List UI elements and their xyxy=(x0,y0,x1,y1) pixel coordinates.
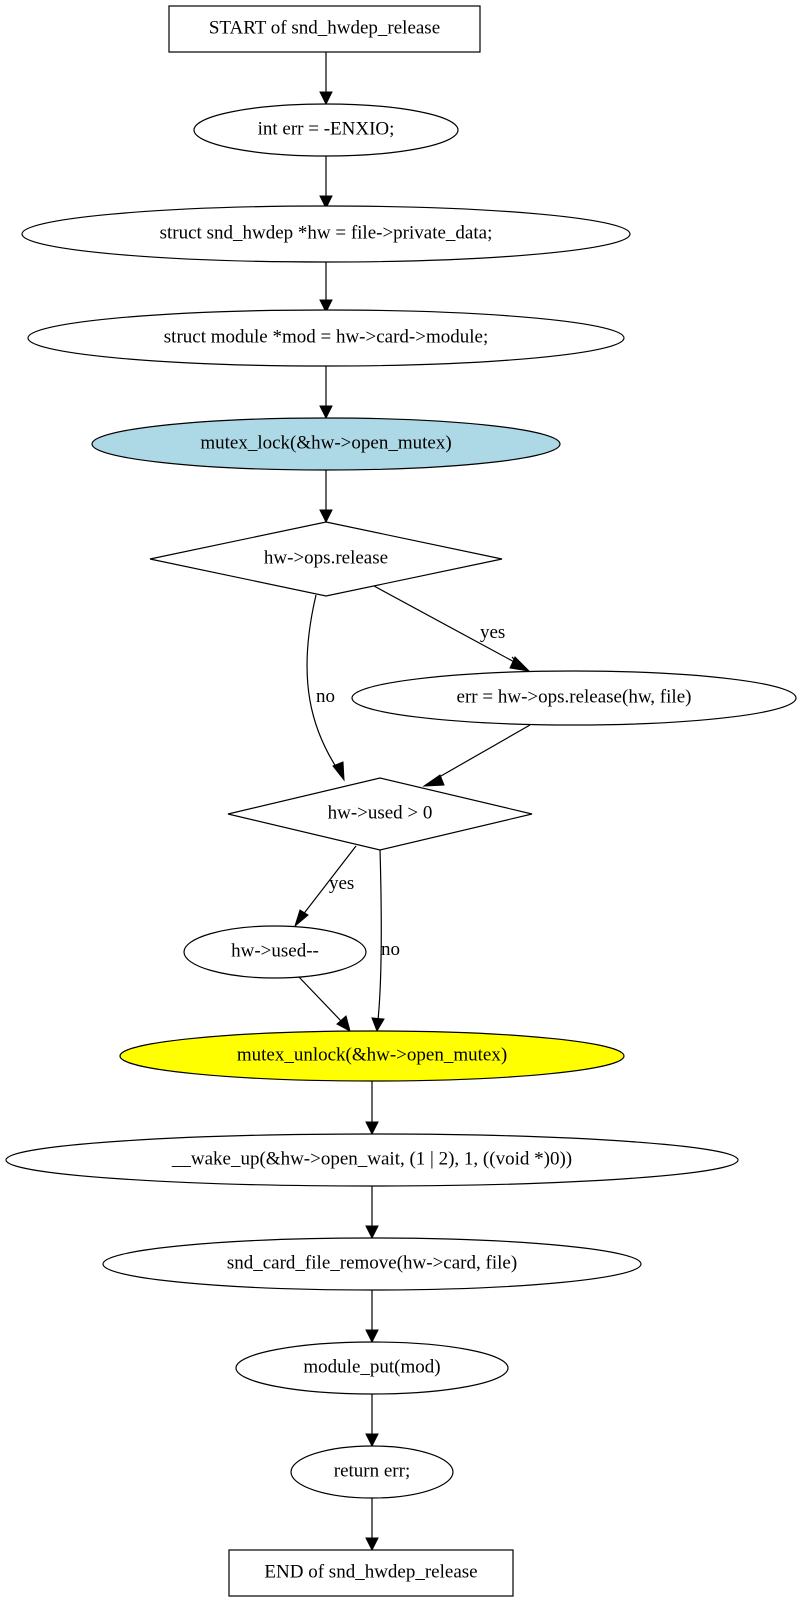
node-mutex-unlock: mutex_unlock(&hw->open_mutex) xyxy=(119,1030,625,1082)
end-label: END of snd_hwdep_release xyxy=(264,1561,477,1582)
mutex-lock-label: mutex_lock(&hw->open_mutex) xyxy=(200,432,451,453)
err-init-label: int err = -ENXIO; xyxy=(258,118,395,139)
arrowhead xyxy=(319,195,333,210)
edge-ops-call-to-used-check xyxy=(433,724,531,781)
arrowhead xyxy=(332,761,345,782)
node-file-remove: snd_card_file_remove(hw->card, file) xyxy=(102,1237,642,1291)
module-put-label: module_put(mod) xyxy=(303,1356,440,1377)
edge-ops-check-no xyxy=(306,594,339,771)
arrowhead xyxy=(336,1015,351,1032)
hw-decl-ellipse xyxy=(21,205,631,263)
node-return-err: return err; xyxy=(290,1445,454,1499)
file-remove-ellipse xyxy=(102,1237,642,1291)
node-used-check: hw->used > 0 xyxy=(227,777,533,851)
arrowhead xyxy=(365,1329,379,1344)
node-start: START of snd_hwdep_release xyxy=(168,5,481,53)
arrowhead xyxy=(371,1017,385,1033)
node-end: END of snd_hwdep_release xyxy=(228,1549,514,1597)
node-hw-decl: struct snd_hwdep *hw = file->private_dat… xyxy=(21,205,631,263)
edges xyxy=(294,52,531,1552)
ops-release-check-label: hw->ops.release xyxy=(264,547,388,568)
mutex-unlock-label: mutex_unlock(&hw->open_mutex) xyxy=(237,1044,507,1065)
arrowhead xyxy=(365,1225,379,1240)
edge-used-check-no xyxy=(377,848,382,1021)
mutex-unlock-ellipse xyxy=(119,1030,625,1082)
arrowhead xyxy=(365,1537,379,1552)
arrowhead xyxy=(509,656,531,672)
node-mutex-lock: mutex_lock(&hw->open_mutex) xyxy=(91,417,561,471)
wake-up-label: __wake_up(&hw->open_wait, (1 | 2), 1, ((… xyxy=(171,1148,572,1169)
module-put-ellipse xyxy=(235,1341,509,1395)
edge-label-used-no: no xyxy=(381,939,400,960)
arrowhead xyxy=(365,1433,379,1448)
arrowhead xyxy=(319,91,333,106)
ops-release-diamond xyxy=(149,521,503,597)
arrowhead xyxy=(319,299,333,314)
node-module-put: module_put(mod) xyxy=(235,1341,509,1395)
edge-labels: yes no yes no xyxy=(316,622,505,960)
hw-decl-label: struct snd_hwdep *hw = file->private_dat… xyxy=(160,222,493,243)
return-err-label: return err; xyxy=(334,1460,410,1481)
edge-label-ops-no: no xyxy=(316,686,335,707)
node-err-init: int err = -ENXIO; xyxy=(193,103,459,157)
used-decrement-label: hw->used-- xyxy=(231,940,319,961)
edge-label-used-yes: yes xyxy=(329,873,354,894)
mod-decl-label: struct module *mod = hw->card->module; xyxy=(164,326,488,347)
used-check-diamond xyxy=(227,777,533,851)
edge-ops-check-yes xyxy=(373,585,519,665)
edge-label-ops-yes: yes xyxy=(480,622,505,643)
node-ops-release-call: err = hw->ops.release(hw, file) xyxy=(351,670,797,726)
mod-decl-ellipse xyxy=(27,309,625,367)
wake-up-ellipse xyxy=(5,1133,739,1187)
arrowhead xyxy=(319,509,333,524)
ops-release-call-ellipse xyxy=(351,670,797,726)
arrowhead xyxy=(365,1121,379,1136)
edge-used-decrement-to-mutex-unlock xyxy=(297,975,343,1023)
ops-release-call-label: err = hw->ops.release(hw, file) xyxy=(457,686,692,707)
used-decrement-ellipse xyxy=(183,925,367,979)
arrowhead xyxy=(294,909,309,928)
arrowhead xyxy=(319,405,333,420)
used-check-label: hw->used > 0 xyxy=(328,802,433,823)
edge-used-check-yes xyxy=(301,845,357,917)
file-remove-label: snd_card_file_remove(hw->card, file) xyxy=(227,1252,517,1273)
mutex-lock-ellipse xyxy=(91,417,561,471)
start-label: START of snd_hwdep_release xyxy=(209,17,440,38)
node-wake-up: __wake_up(&hw->open_wait, (1 | 2), 1, ((… xyxy=(5,1133,739,1187)
return-err-ellipse xyxy=(290,1445,454,1499)
node-mod-decl: struct module *mod = hw->card->module; xyxy=(27,309,625,367)
err-init-ellipse xyxy=(193,103,459,157)
node-used-decrement: hw->used-- xyxy=(183,925,367,979)
node-ops-release-check: hw->ops.release xyxy=(149,521,503,597)
arrowhead xyxy=(422,774,445,787)
start-box xyxy=(168,5,481,53)
end-box xyxy=(228,1549,514,1597)
